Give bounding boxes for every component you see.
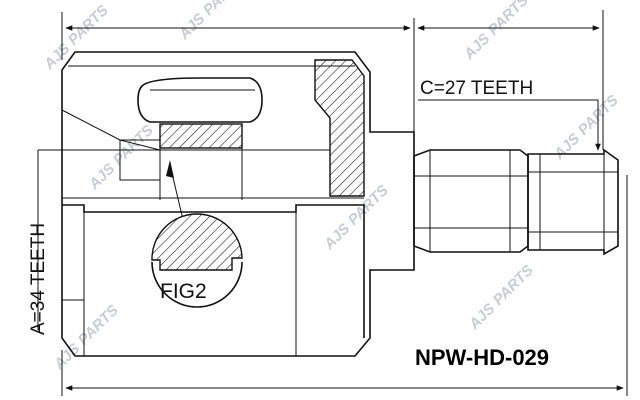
watermark-brand: AJS — [40, 40, 73, 73]
watermark-brand: AJS — [460, 30, 493, 63]
watermark-text: PARTS — [200, 0, 247, 19]
detail-fig-label: FIG2 — [160, 280, 207, 303]
stub-shaft — [413, 149, 529, 253]
watermark-brand: AJS — [465, 300, 498, 333]
detail-fig2: FIG2 — [151, 160, 243, 308]
spline-c-callout: C=27 TEETH — [418, 78, 601, 151]
tripod-roller — [137, 77, 263, 200]
watermark-text: PARTS — [65, 2, 112, 49]
watermark-brand: AJS — [85, 160, 118, 193]
watermark-brand: AJS — [320, 220, 353, 253]
outer-housing — [61, 51, 415, 357]
watermark-text: PARTS — [75, 302, 122, 349]
splined-end — [527, 148, 619, 256]
watermark-brand: AJS — [550, 130, 583, 163]
watermark-text: PARTS — [490, 262, 537, 309]
part-number: NPW-HD-029 — [415, 345, 549, 370]
watermark-text: PARTS — [485, 0, 532, 39]
top-dimension — [61, 10, 604, 150]
watermark-brand: AJS — [175, 10, 208, 43]
bottom-dimension — [61, 175, 628, 396]
spline-c-label: C=27 TEETH — [420, 78, 533, 99]
watermark-text: PARTS — [110, 122, 157, 169]
